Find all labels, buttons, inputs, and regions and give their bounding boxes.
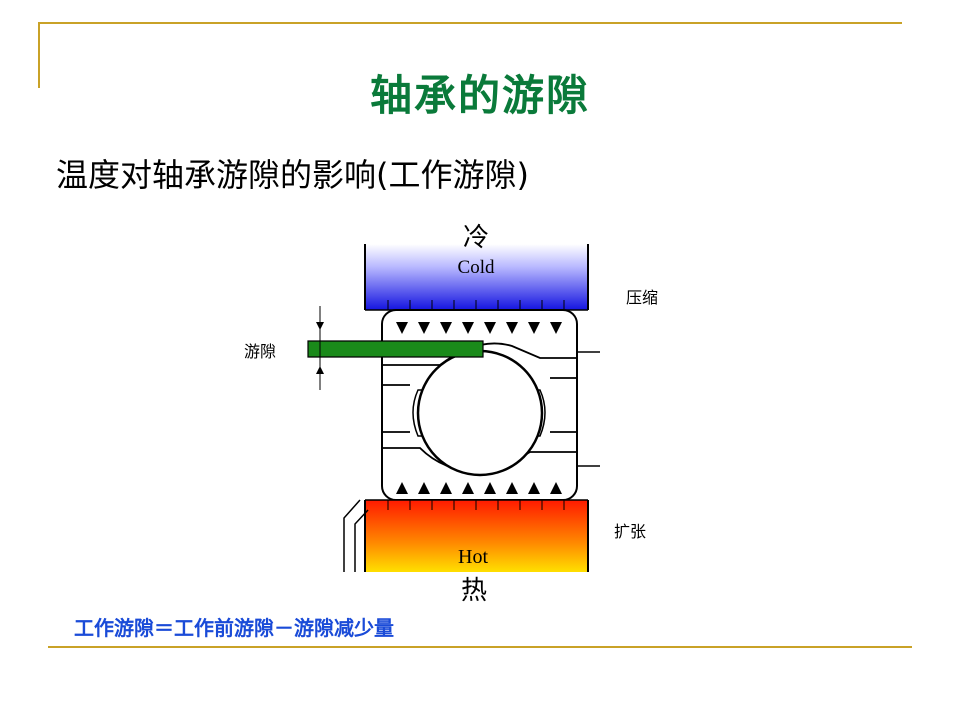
clearance-bar	[307, 340, 484, 358]
clearance-formula: 工作游隙＝工作前游隙－游隙减少量	[74, 616, 394, 640]
expand-arrows	[396, 482, 562, 494]
clearance-label: 游隙	[244, 342, 276, 361]
expand-label: 扩张	[614, 522, 646, 541]
shaft-edge	[343, 499, 361, 572]
hot-block	[365, 500, 588, 572]
subtitle: 温度对轴承游隙的影响(工作游隙)	[56, 156, 529, 194]
cold-block	[365, 244, 588, 310]
hot-en-label: Hot	[458, 546, 488, 568]
compress-arrows	[396, 322, 562, 334]
rolling-ball	[416, 349, 544, 477]
cold-cn-label: 冷	[463, 223, 489, 253]
hot-tick-marks	[387, 500, 565, 510]
cold-tick-marks	[387, 300, 565, 310]
bottom-rule	[48, 646, 912, 648]
page-title: 轴承的游隙	[369, 71, 590, 120]
hot-cn-label: 热	[461, 576, 487, 606]
cold-en-label: Cold	[458, 257, 495, 278]
compress-label: 压缩	[626, 288, 658, 307]
top-rule	[38, 22, 902, 24]
left-rule	[38, 22, 40, 88]
